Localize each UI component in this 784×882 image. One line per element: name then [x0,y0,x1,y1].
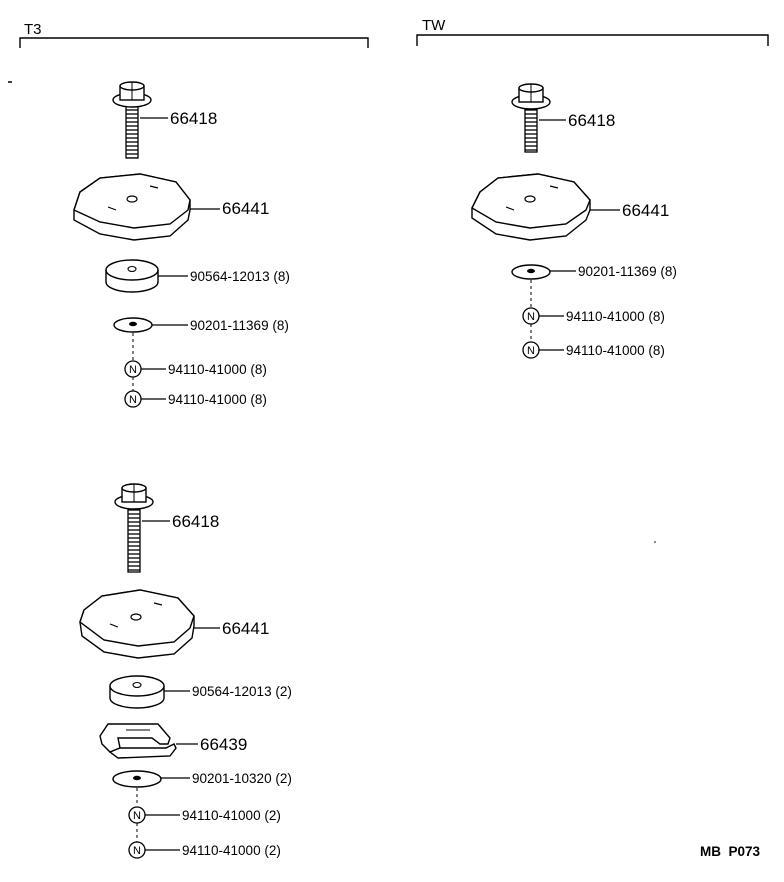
bolt-part [511,83,551,153]
label-bracket: 66439 [200,735,247,754]
label-washer: 90201-10320 (2) [192,771,292,786]
label-nut: 94110-41000 (2) [182,843,281,858]
label-washer: 90201-11369 (8) [578,264,677,279]
nut-symbol-icon: N [522,307,540,325]
section-bracket-t3 [19,37,369,48]
svg-text:N: N [129,364,137,376]
nut-symbol-icon: N [128,841,146,859]
cap-cover-part [73,173,191,241]
label-cover: 66441 [622,201,669,220]
nut-symbol-icon: N [124,360,142,378]
label-cover: 66441 [222,619,269,638]
nut-symbol-icon: N [124,390,142,408]
nut-symbol-icon: N [128,806,146,824]
svg-text:N: N [133,810,141,822]
label-bolt: 66418 [568,111,615,130]
page-reference: MB P073 [700,844,761,859]
washer-part [112,770,162,788]
label-spacer: 90564-12013 (8) [190,269,290,284]
washer-part [511,264,551,280]
label-spacer: 90564-12013 (2) [192,684,292,699]
nut-symbol-icon: N [522,341,540,359]
section-header-t3: T3 [19,21,369,48]
label-nut: 94110-41000 (2) [182,808,281,823]
spacer-part [109,675,165,709]
label-nut: 94110-41000 (8) [168,392,267,407]
svg-text:N: N [129,394,137,406]
section-header-tw: TW [416,17,769,46]
parts-group-t3-top: 66418 66441 90564-12013 (8) 90201-11369 … [73,81,290,408]
svg-text:N: N [527,311,535,323]
bolt-part [112,81,152,159]
parts-group-t3-bottom: 66418 66441 90564-12013 (2) 66439 [79,483,292,859]
svg-text:N: N [133,845,141,857]
label-washer: 90201-11369 (8) [190,318,289,333]
section-title-tw: TW [422,17,446,34]
label-nut: 94110-41000 (8) [566,343,665,358]
section-title-t3: T3 [24,21,42,38]
stray-dot [654,541,656,543]
label-cover: 66441 [222,199,269,218]
bracket-clip-part [99,723,177,759]
bolt-part [114,483,154,573]
label-nut: 94110-41000 (8) [566,309,665,324]
section-bracket-tw [416,34,769,46]
cap-cover-part [79,589,195,659]
parts-group-tw: 66418 66441 90201-11369 (8) N 94110-4100… [471,83,677,359]
spacer-part [105,259,159,293]
label-nut: 94110-41000 (8) [168,362,267,377]
label-bolt: 66418 [170,109,217,128]
washer-part [113,317,153,333]
svg-text:N: N [527,345,535,357]
cap-cover-part [471,173,591,241]
label-bolt: 66418 [172,512,219,531]
